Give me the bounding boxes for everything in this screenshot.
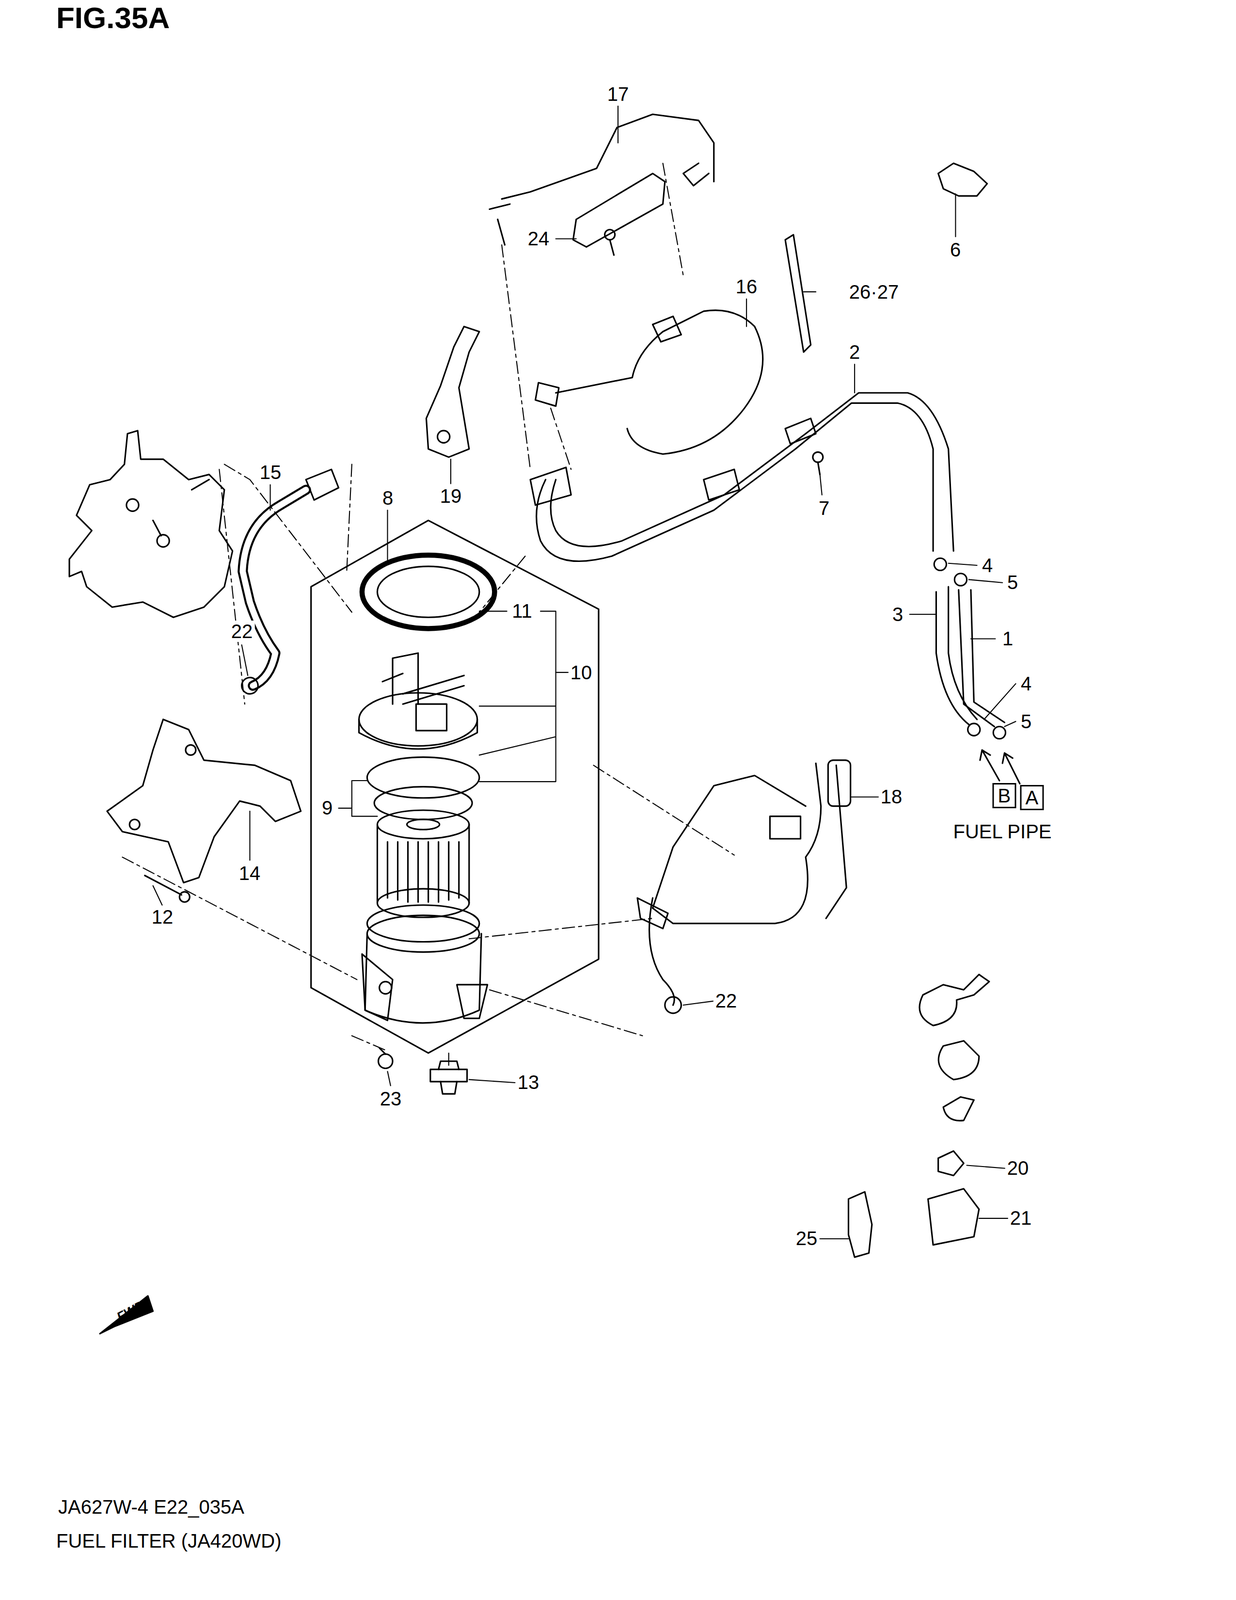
callout-number: 6 xyxy=(948,238,963,261)
callout-number: 21 xyxy=(1008,1206,1034,1229)
callout-number: 4 xyxy=(1018,672,1034,695)
callout-number: 5 xyxy=(1018,710,1034,732)
callout-number: 9 xyxy=(319,796,335,819)
callout-number: 7 xyxy=(816,497,832,519)
callout-number: 14 xyxy=(237,862,263,884)
callout-number: 18 xyxy=(878,785,905,808)
callout-number: 11 xyxy=(509,600,535,622)
callout-number: 25 xyxy=(793,1227,820,1249)
figure-title: FIG.35A xyxy=(56,2,170,33)
callout-number: 10 xyxy=(568,661,595,683)
node-text: A xyxy=(1025,787,1039,808)
callout-number: 17 xyxy=(605,83,632,105)
callout-number: 1 xyxy=(1000,627,1015,650)
node-text: B xyxy=(998,785,1012,806)
callout-number: 2 xyxy=(847,341,862,363)
callout-number: 12 xyxy=(149,905,176,928)
figure-caption: FUEL FILTER (JA420WD) xyxy=(56,1530,282,1551)
callout-number: 19 xyxy=(438,485,464,507)
callout-number: 13 xyxy=(515,1071,542,1093)
callout-number: 8 xyxy=(380,487,396,509)
boxed-letter: A xyxy=(1020,784,1045,810)
callout-number: 23 xyxy=(378,1087,404,1110)
callout-number: 15 xyxy=(257,461,284,483)
text-label: JA627W-4 E22_035A xyxy=(56,1495,247,1518)
callout-number: 4 xyxy=(980,554,995,576)
callout-number: 26·27 xyxy=(847,281,901,303)
callout-number: 20 xyxy=(1005,1156,1031,1179)
callout-number: 16 xyxy=(733,275,760,298)
callout-number: 5 xyxy=(1005,571,1020,593)
text-label: FUEL PIPE xyxy=(950,820,1054,842)
boxed-letter: B xyxy=(992,782,1017,809)
callout-number: 3 xyxy=(890,603,905,625)
callout-number: 22 xyxy=(713,989,740,1012)
callout-number: 24 xyxy=(525,227,552,250)
callout-number: 22 xyxy=(229,620,255,642)
assembly-frame xyxy=(311,520,599,1053)
